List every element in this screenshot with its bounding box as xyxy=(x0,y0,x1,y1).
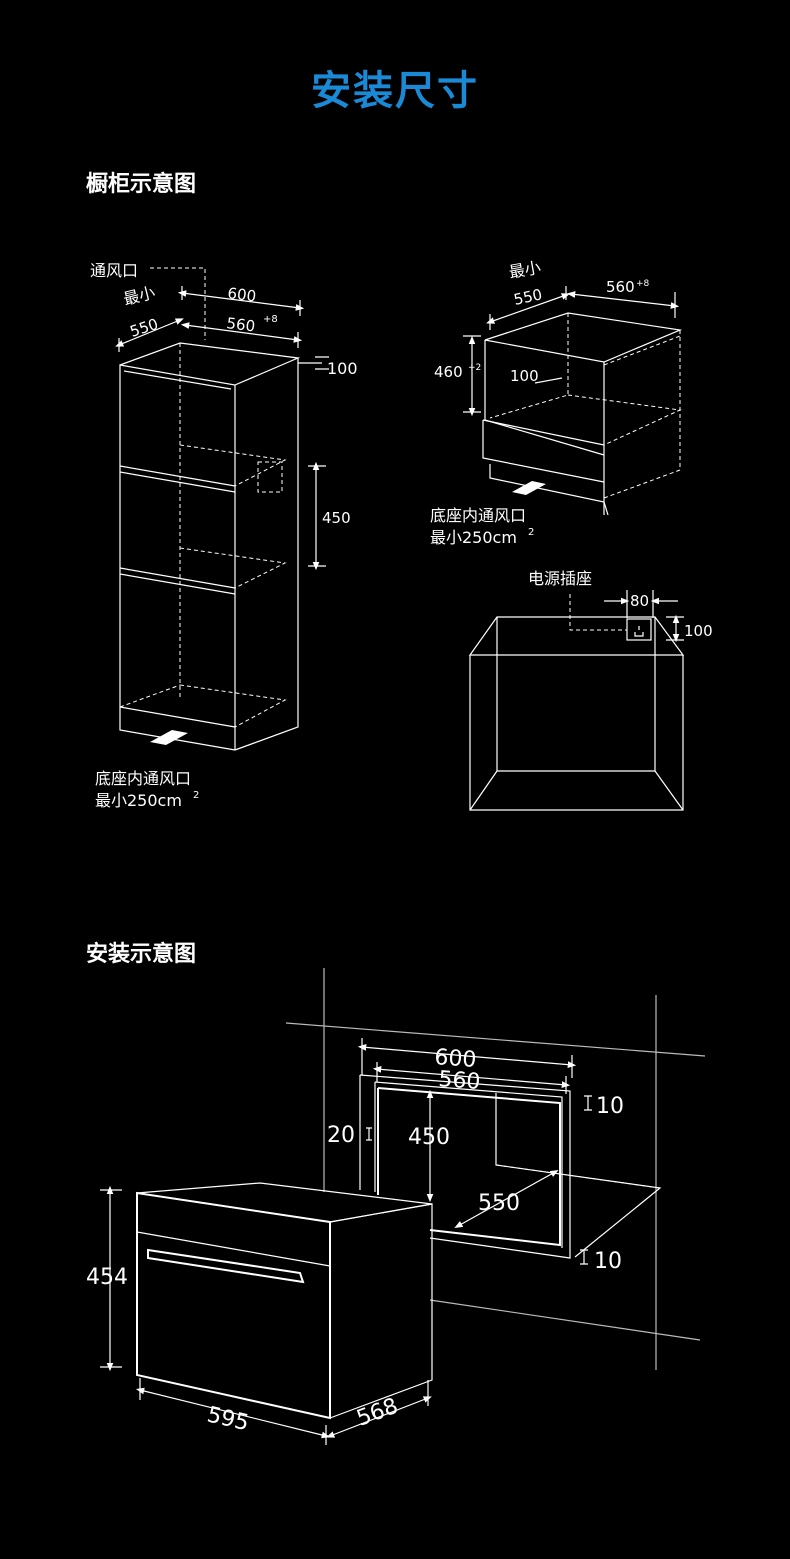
under-dim-560-sup: +8 xyxy=(636,279,650,289)
under-dim-460: 460 xyxy=(434,363,463,381)
under-cabinet-diagram xyxy=(463,286,683,516)
under-base-vent-sup: 2 xyxy=(528,527,534,538)
socket-dim-100: 100 xyxy=(684,622,713,640)
install-dim-10-top: 10 xyxy=(596,1094,624,1119)
install-dim-20: 20 xyxy=(327,1123,355,1148)
under-base-vent-line1: 底座内通风口 xyxy=(430,506,526,525)
under-base-vent-line2: 最小250cm xyxy=(430,528,517,547)
base-vent-sup: 2 xyxy=(193,790,199,801)
page-title: 安装尺寸 xyxy=(311,68,479,114)
under-dim-560: 560 xyxy=(606,278,635,296)
install-dim-568: 568 xyxy=(354,1394,402,1432)
under-dim-460-sup: +2 xyxy=(468,363,481,373)
install-dim-10-bottom: 10 xyxy=(594,1249,622,1274)
install-dim-450: 450 xyxy=(408,1125,450,1150)
install-dim-454: 454 xyxy=(86,1265,128,1290)
install-diagram xyxy=(100,968,706,1445)
install-dim-550: 550 xyxy=(478,1191,520,1216)
socket-label: 电源插座 xyxy=(528,569,592,588)
dim-560-sup: +8 xyxy=(263,314,278,325)
under-dim-100: 100 xyxy=(510,367,539,385)
base-vent-line2: 最小250cm xyxy=(95,791,182,810)
dim-100: 100 xyxy=(327,359,358,378)
base-vent-line1: 底座内通风口 xyxy=(95,769,191,788)
under-dim-550: 550 xyxy=(512,285,544,309)
dim-560: 560 xyxy=(226,314,257,335)
dim-450: 450 xyxy=(322,509,351,527)
dim-550: 550 xyxy=(128,315,161,341)
install-dim-595: 595 xyxy=(205,1402,252,1436)
min-label: 最小 xyxy=(121,283,157,309)
dim-600: 600 xyxy=(227,284,258,305)
install-dim-600: 600 xyxy=(434,1045,478,1073)
socket-dim-80: 80 xyxy=(630,592,649,610)
install-dim-560: 560 xyxy=(438,1067,482,1095)
vent-label: 通风口 xyxy=(90,261,138,280)
under-min-label: 最小 xyxy=(507,258,542,282)
section-title-cabinet: 橱柜示意图 xyxy=(86,172,197,197)
tall-cabinet-diagram xyxy=(115,267,329,751)
socket-diagram xyxy=(468,590,685,811)
section-title-install: 安装示意图 xyxy=(86,942,197,967)
